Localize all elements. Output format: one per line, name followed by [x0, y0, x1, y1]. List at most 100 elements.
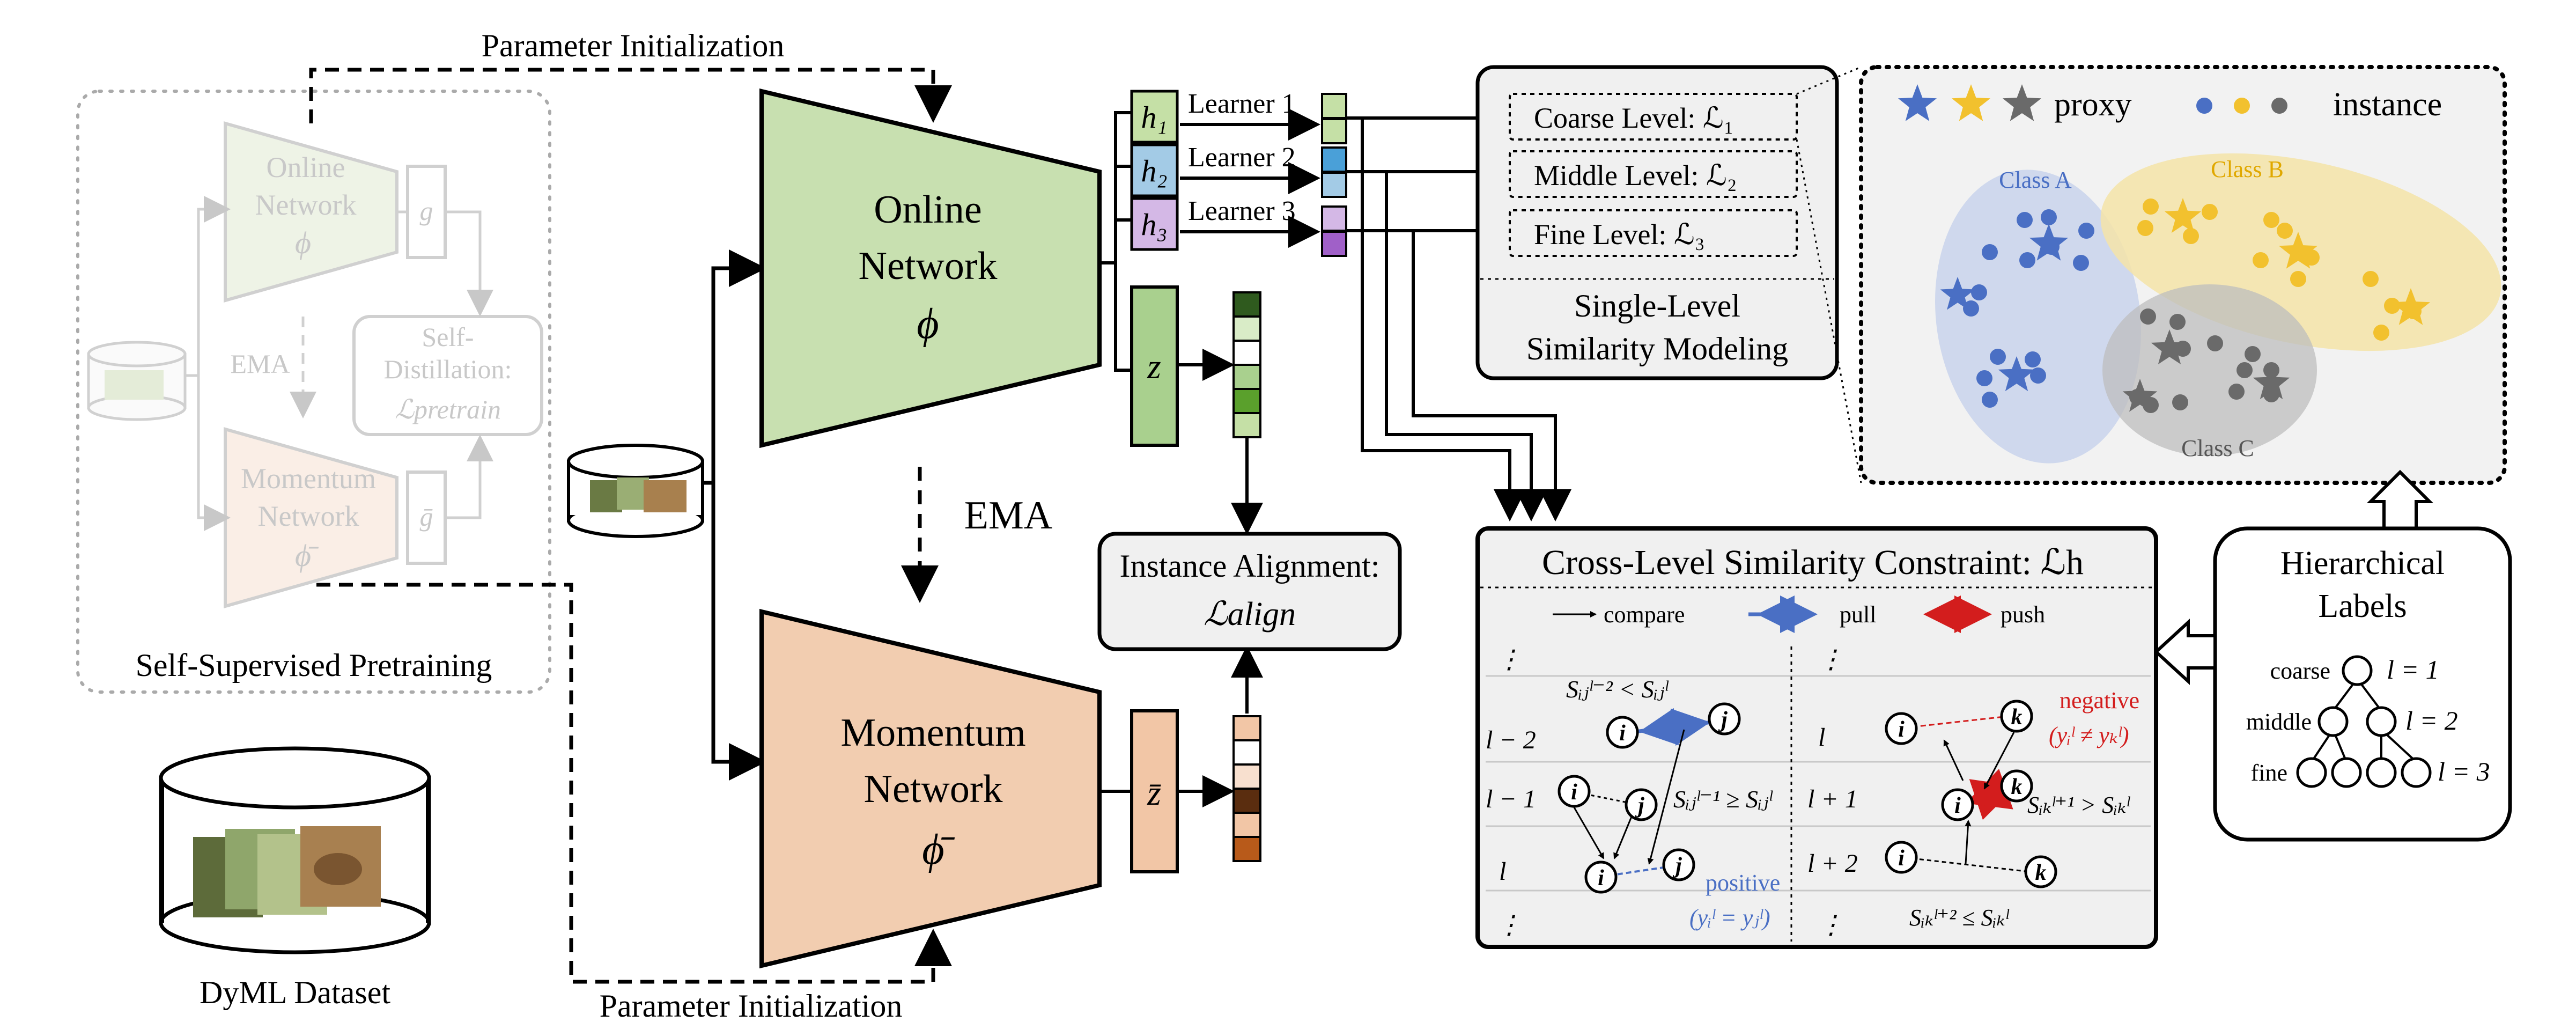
right-row-label: l — [1818, 723, 1825, 752]
instance-dot-icon — [1976, 370, 1992, 386]
instance-dot-icon — [2172, 394, 2188, 410]
negative-condition: (yᵢˡ ≠ yₖˡ) — [2049, 722, 2129, 748]
tree-fine-node — [2331, 757, 2362, 788]
legend-compare-label: compare — [1604, 601, 1685, 628]
pretrain-momentum-network — [224, 427, 398, 608]
instance-dot-icon — [2030, 367, 2046, 384]
param-init-bottom-label: Parameter Initialization — [600, 988, 903, 1022]
proxy-star-icon — [2253, 364, 2290, 400]
instance-dot-icon — [1990, 349, 2006, 365]
node-i — [1885, 841, 1918, 874]
learner-3-label: Learner 3 — [1188, 196, 1296, 226]
head-h2-label: h₂ — [1141, 153, 1167, 188]
class-a-label: Class A — [1999, 167, 2072, 193]
online-network-label-2: Network — [859, 244, 998, 288]
pretrain-distill-loss: ℒpretrain — [395, 394, 501, 424]
instance-dot-icon — [2078, 223, 2094, 239]
instance-dot-icon — [2263, 212, 2279, 228]
hier-l1-label: l = 1 — [2387, 655, 2439, 685]
instance-alignment-label: Instance Alignment: — [1120, 548, 1380, 584]
proxy-star-icon — [2151, 329, 2188, 365]
tree-middle-node — [2366, 706, 2397, 737]
pretrain-distill-label-1: Self- — [422, 322, 474, 352]
positive-condition: (yᵢˡ = yⱼˡ) — [1689, 905, 1770, 931]
instance-dot-icon — [2025, 351, 2041, 367]
cross-level-panel: Cross-Level Similarity Constraint: ℒh co… — [1475, 526, 2158, 949]
instance-dot-icon — [1982, 244, 1998, 260]
instance-dot-icon — [2169, 314, 2186, 330]
negative-label: negative — [2060, 687, 2139, 714]
param-init-paths: Parameter Initialization Parameter Initi… — [309, 28, 952, 1022]
instance-dot-icon — [2017, 212, 2033, 228]
node-i-label: i — [1898, 717, 1905, 742]
dyml-dataset-icon: DyML Dataset — [159, 746, 431, 1010]
labels-to-proxy-arrow — [2366, 469, 2434, 530]
instance-dot-icon — [2245, 346, 2261, 362]
pretrain-dataset-icon — [87, 341, 187, 421]
node-i — [1584, 861, 1618, 894]
node-i-label: i — [1619, 721, 1626, 746]
hier-title-2: Labels — [2318, 588, 2407, 624]
coarse-level-label: Coarse Level: ℒ₁ — [1534, 102, 1734, 134]
left-row-label: ⋮ — [1496, 911, 1522, 939]
pretrain-g-bar-label: ḡ — [420, 502, 433, 532]
left-row-label: ⋮ — [1496, 645, 1522, 674]
tree-fine-node — [2366, 757, 2397, 788]
node-k — [2000, 700, 2033, 733]
node-j — [1662, 848, 1695, 881]
instance-dot-icon — [2290, 271, 2306, 287]
input-batch-icon — [567, 444, 704, 538]
instance-dot-icon — [1971, 284, 1987, 300]
pretraining-title: Self-Supervised Pretraining — [136, 648, 492, 683]
instance-dot-icon — [2277, 223, 2293, 239]
proxy-star-icon — [2278, 232, 2318, 269]
node-i-label: i — [1898, 846, 1905, 871]
coarse-level-box — [1509, 93, 1798, 141]
instance-dot-icon — [1982, 392, 1998, 408]
momentum-network-label-2: Network — [864, 767, 1003, 811]
instance-dot-icon — [2140, 308, 2156, 325]
middle-level-label: Middle Level: ℒ₂ — [1534, 159, 1737, 192]
pretrain-momentum-label: Momentum — [241, 462, 376, 495]
head-h2 — [1130, 143, 1179, 197]
instance-dot-icon — [2041, 209, 2057, 225]
dataset-label: DyML Dataset — [200, 975, 390, 1010]
eq-l-minus-1: Sᵢⱼˡ⁻¹ ≥ Sᵢⱼˡ — [1673, 785, 1773, 813]
head-h1 — [1130, 90, 1179, 144]
instance-dot-icon — [2384, 298, 2400, 314]
proxy-star-icon — [2029, 224, 2069, 261]
instance-dot-icon — [2373, 325, 2389, 341]
node-i — [1558, 775, 1591, 808]
instance-dot-icon — [2196, 98, 2212, 114]
node-i-label: i — [1598, 866, 1604, 891]
instance-dot-icon — [1963, 300, 1979, 317]
proxy-star-icon — [1940, 277, 1975, 310]
learner-2-label: Learner 2 — [1188, 142, 1296, 173]
node-k — [2024, 855, 2057, 888]
node-k-label: k — [2035, 861, 2047, 885]
instance-dot-icon — [2234, 98, 2250, 114]
class-b-label: Class B — [2211, 156, 2284, 182]
pretrain-distill-label-2: Distillation: — [384, 354, 512, 384]
head-h3-label: h₃ — [1141, 207, 1167, 242]
pretrain-online-network — [224, 121, 398, 303]
proxy-legend-label: proxy — [2054, 86, 2132, 123]
pretrain-online-label: Online — [267, 151, 345, 183]
online-network — [759, 88, 1102, 448]
instance-dot-icon — [2228, 384, 2245, 400]
instance-legend-label: instance — [2333, 86, 2442, 123]
hier-l3-label: l = 3 — [2438, 756, 2490, 786]
hier-title-1: Hierarchical — [2280, 545, 2445, 582]
pretrain-distillation-box — [352, 315, 543, 436]
learner-1-label: Learner 1 — [1188, 89, 1296, 119]
right-row-label: ⋮ — [1818, 911, 1844, 939]
node-i — [1885, 712, 1918, 745]
hier-middle-label: middle — [2246, 709, 2312, 735]
eq-l-plus-2: Sᵢₖˡ⁺² ≤ Sᵢₖˡ — [1909, 905, 2010, 931]
z-bar-embedding — [1232, 715, 1261, 862]
left-row-label: l − 1 — [1486, 785, 1536, 813]
instance-dot-icon — [2253, 252, 2269, 268]
instance-alignment-box — [1097, 532, 1402, 651]
pretrain-network-label-2: Network — [258, 500, 359, 532]
